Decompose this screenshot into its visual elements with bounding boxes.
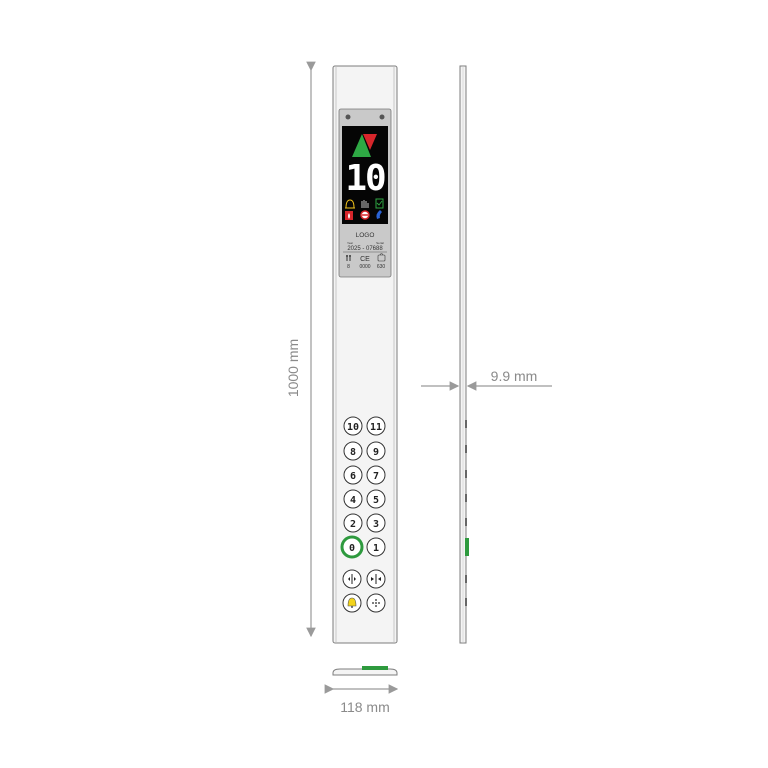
serial-small-left: Year	[347, 241, 353, 245]
logo-text: LOGO	[356, 232, 375, 239]
height-dimension-label: 1000 mm	[285, 339, 301, 397]
no-entry-icon	[360, 210, 370, 220]
svg-text:9: 9	[373, 447, 379, 458]
serial-number: 2025 - 07688	[347, 246, 383, 252]
floor-button-9[interactable]	[366, 441, 386, 461]
floor-button-0-active-ring	[340, 535, 364, 559]
keypad: 10 11 8 9 6 7 4 5 2 3 0	[340, 416, 386, 613]
side-active-button	[465, 538, 469, 556]
hand-icon	[361, 200, 369, 208]
door-close-button[interactable]	[366, 569, 386, 589]
floor-indicator: 10	[345, 158, 385, 199]
floor-button-10[interactable]	[343, 416, 363, 436]
svg-text:3: 3	[373, 519, 379, 530]
svg-text:2: 2	[350, 519, 356, 530]
svg-text:10: 10	[347, 422, 359, 433]
ce-value: 0000	[359, 264, 370, 270]
side-view	[459, 65, 469, 644]
svg-text:8: 8	[350, 447, 356, 458]
load-icon	[377, 253, 386, 262]
floor-button-11[interactable]	[366, 416, 386, 436]
depth-dimension: 9.9 mm	[421, 368, 552, 391]
door-open-icon	[348, 574, 356, 584]
intercom-button[interactable]	[366, 593, 386, 613]
floor-button-6[interactable]	[343, 465, 363, 485]
floor-button-1[interactable]	[366, 537, 386, 557]
arrow-down-icon	[363, 134, 377, 150]
width-dimension-label: 118 mm	[340, 699, 390, 715]
door-open-button[interactable]	[342, 569, 362, 589]
floor-button-3[interactable]	[366, 513, 386, 533]
persons-value: 8	[347, 264, 350, 270]
floor-button-0[interactable]: 0	[349, 543, 355, 554]
svg-text:4: 4	[350, 495, 356, 506]
width-dimension: 118 mm	[324, 684, 399, 715]
floor-button-7[interactable]	[366, 465, 386, 485]
arrow-up-icon	[352, 134, 371, 157]
bottom-active-button	[362, 666, 388, 670]
floor-button-4[interactable]	[343, 489, 363, 509]
screw-right	[379, 114, 385, 120]
intercom-icon	[372, 599, 380, 607]
ce-mark: CE	[360, 256, 370, 263]
alarm-bell-icon	[347, 597, 357, 608]
phone-check-icon	[375, 198, 384, 209]
svg-text:7: 7	[373, 471, 379, 482]
svg-text:5: 5	[373, 495, 379, 506]
persons-icon	[346, 255, 351, 261]
floor-button-2[interactable]	[343, 513, 363, 533]
side-button-bumps	[465, 420, 467, 606]
bell-icon	[345, 199, 355, 209]
depth-dimension-label: 9.9 mm	[491, 368, 538, 384]
svg-text:6: 6	[350, 471, 356, 482]
floor-button-5[interactable]	[366, 489, 386, 509]
phone-icon	[376, 210, 382, 219]
fire-icon	[345, 211, 353, 220]
svg-text:11: 11	[370, 422, 382, 433]
front-panel: 10	[332, 65, 398, 644]
screw-left	[345, 114, 351, 120]
display-module: 10	[338, 108, 392, 278]
floor-button-8[interactable]	[343, 441, 363, 461]
serial-small-right: Serial	[376, 241, 384, 245]
svg-text:1: 1	[373, 543, 379, 554]
alarm-button[interactable]	[342, 593, 362, 613]
load-value: 630	[377, 264, 386, 270]
height-dimension: 1000 mm	[285, 61, 316, 638]
bottom-view	[332, 666, 398, 676]
door-close-icon	[371, 574, 381, 584]
